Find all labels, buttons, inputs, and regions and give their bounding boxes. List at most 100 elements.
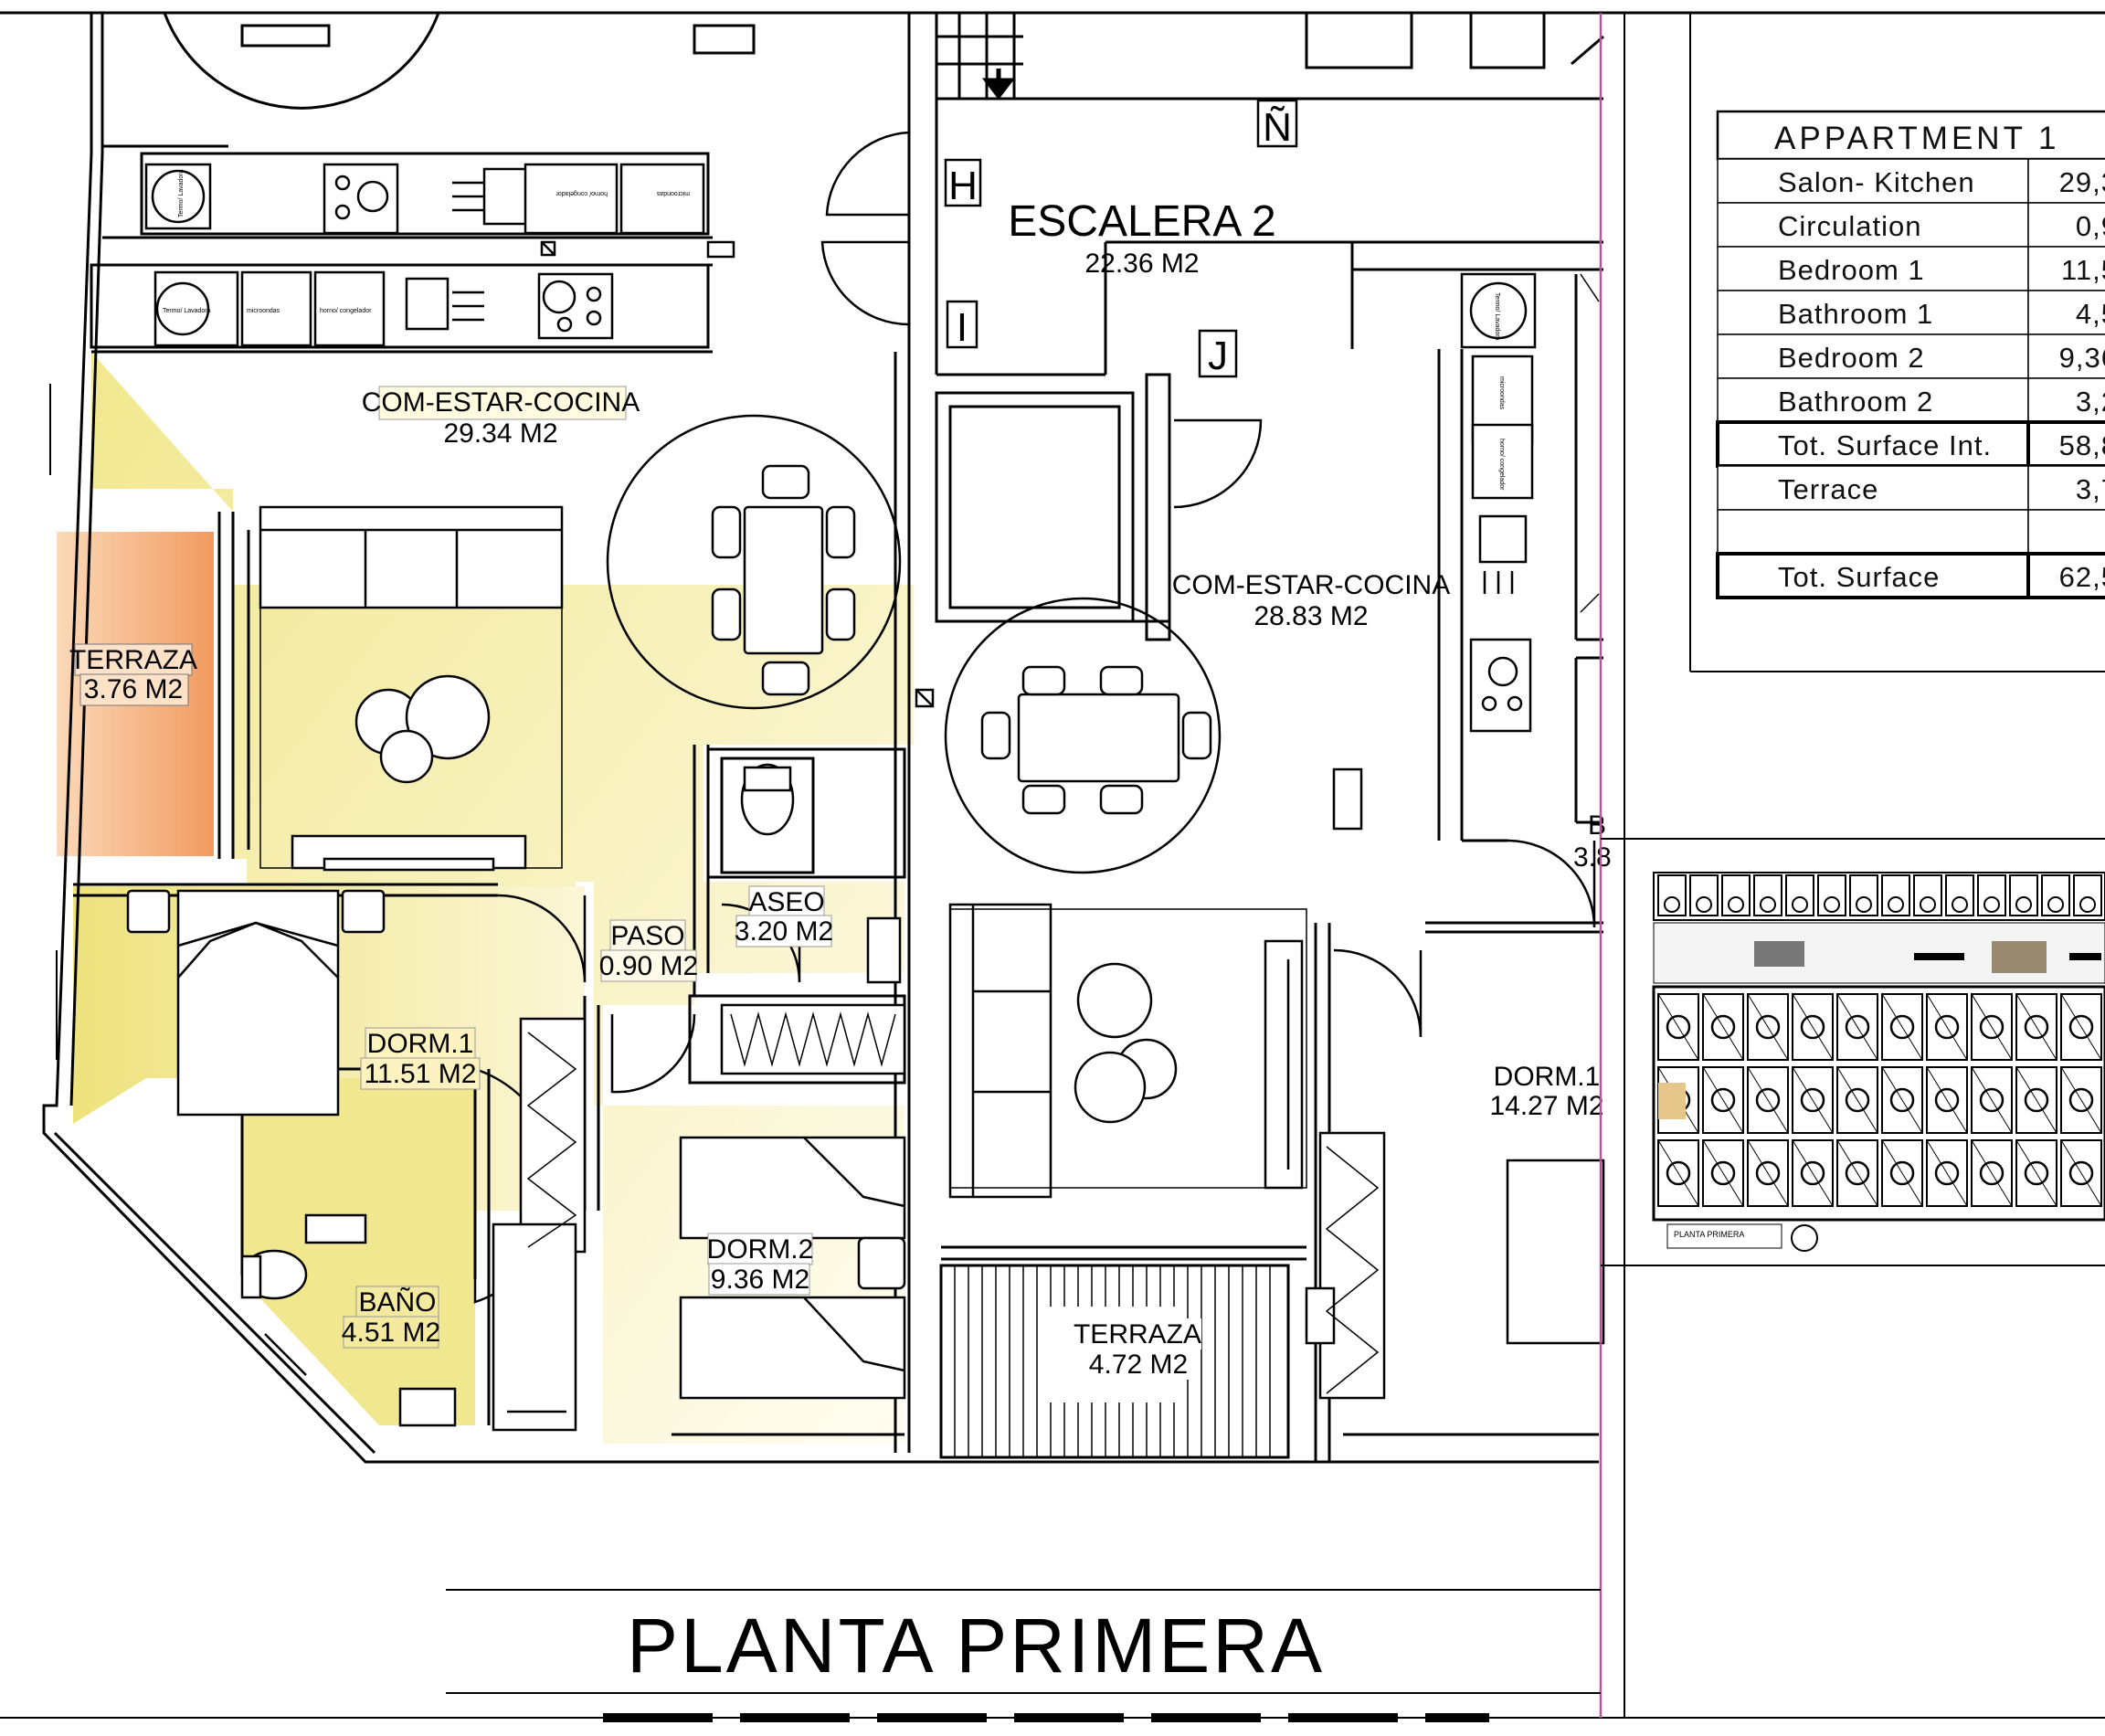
- marker-n: Ñ: [1263, 104, 1292, 150]
- thumbnail-mark: [1992, 941, 2047, 973]
- thumbnail-mark: [1979, 1014, 2005, 1040]
- thumbnail-mark: [1920, 896, 1936, 913]
- thumbnail-mark: [1979, 1160, 2005, 1186]
- table-value-cell: [2027, 246, 2105, 291]
- thumbnail-mark: [2068, 1160, 2094, 1186]
- thumbnail-mark: [2060, 1066, 2102, 1134]
- thumbnail-mark: [1971, 1066, 2013, 1134]
- room-cocina-left-area: 29.34 M2: [443, 418, 557, 449]
- dining-circle-right: [944, 597, 1222, 874]
- appliance-micro-3: microondas: [1498, 376, 1505, 410]
- thumbnail-mark: [2060, 1066, 2102, 1134]
- table-row-value: 4,5: [2076, 298, 2105, 330]
- thumbnail-mark: [1881, 993, 1923, 1061]
- thumbnail-mark: [2015, 1066, 2057, 1134]
- thumbnail-mark: [1971, 1066, 2013, 1134]
- thumbnail-mark: [1952, 896, 1968, 913]
- room-dorm1-right-name: DORM.1: [1494, 1062, 1601, 1092]
- thumbnail-mark: [2068, 1087, 2094, 1113]
- thumbnail-mark: [1926, 1066, 1968, 1134]
- room-terraza-right-area: 4.72 M2: [1089, 1350, 1188, 1380]
- table-value-cell: [2027, 377, 2105, 423]
- thumbnail-mark: [1971, 993, 2013, 1061]
- thumbnail-mark: [1792, 896, 1808, 913]
- thumbnail-mark: [1971, 1139, 2013, 1207]
- thumbnail-mark: [2015, 993, 2057, 1061]
- sofa-left: [259, 505, 564, 609]
- thumbnail-mark: [1702, 993, 1744, 1061]
- thumbnail-mark: [1971, 993, 2013, 1061]
- thumbnail-mark: [1747, 1139, 1789, 1207]
- thumbnail-mark: [1689, 874, 1719, 916]
- thumbnail-mark: [1836, 1066, 1878, 1134]
- thumbnail-mark: [1881, 1066, 1923, 1134]
- table-row: [1716, 552, 2030, 599]
- appliance-termo-3: Termo/ Lavadora: [1494, 292, 1500, 341]
- room-dorm2-name: DORM.2: [707, 1234, 814, 1265]
- room-paso-name: PASO: [610, 921, 684, 951]
- thumbnail-mark: [1664, 896, 1680, 913]
- thumbnail-mark: [1913, 874, 1942, 916]
- thumbnail-mark: [1755, 1087, 1781, 1113]
- stair-arrow-icon: [981, 69, 1016, 101]
- thumbnail-mark: [1792, 1139, 1834, 1207]
- table-row-value: 58,8: [2059, 429, 2105, 461]
- thumbnail-mark: [1657, 993, 1699, 1061]
- thumbnail-mark: [2060, 993, 2102, 1061]
- thumbnail-mark: [1710, 1014, 1736, 1040]
- thumbnail-mark: [1836, 993, 1878, 1061]
- table-row-label: Circulation: [1778, 210, 1921, 242]
- room-aseo-name: ASEO: [748, 887, 824, 917]
- thumbnail-mark: [1721, 874, 1751, 916]
- appliance-horno-3: horno/ congelador: [1498, 439, 1505, 491]
- thumbnail-mark: [2079, 896, 2096, 913]
- thumbnail-mark: [1979, 1087, 2005, 1113]
- thumbnail-mark: [1849, 874, 1878, 916]
- thumbnail-mark: [2041, 874, 2070, 916]
- thumbnail-mark: [1792, 993, 1834, 1061]
- thumbnail-mark: [2024, 1014, 2049, 1040]
- thumbnail-mark: [1658, 1083, 1686, 1119]
- thumbnail-mark: [1760, 896, 1776, 913]
- table-value-cell: [2027, 290, 2105, 335]
- thumbnail-mark: [1754, 941, 1804, 967]
- table-title: APPARTMENT 1: [1774, 121, 2060, 156]
- thumbnail-mark: [1926, 1066, 1968, 1134]
- table-row-label: Bathroom 2: [1778, 386, 1933, 418]
- thumbnail-mark: [1889, 1014, 1915, 1040]
- thumbnail-mark: [1800, 1014, 1825, 1040]
- table-value-cell: [2026, 552, 2105, 599]
- room-escalera-name: ESCALERA 2: [1008, 197, 1275, 246]
- thumbnail-mark: [1657, 874, 1687, 916]
- thumbnail-mark: [1710, 1160, 1736, 1186]
- thumbnail-mark: [1934, 1160, 1960, 1186]
- thumbnail-caption: PLANTA PRIMERA: [1674, 1230, 1744, 1239]
- thumbnail-mark: [1702, 1139, 1744, 1207]
- thumbnail-mark: [1889, 1087, 1915, 1113]
- table-value-cell: [2027, 509, 2105, 555]
- room-dorm2-area: 9.36 M2: [711, 1265, 809, 1295]
- thumbnail-mark: [1792, 1139, 1834, 1207]
- thumbnail-mark: [1657, 1139, 1699, 1207]
- appliance-termo-2: Termo/ Lavadora: [163, 308, 211, 314]
- thumbnail-mark: [2069, 953, 2101, 960]
- table-row: [1717, 377, 2029, 423]
- thumbnail-mark: [2047, 896, 2064, 913]
- table-row: [1717, 246, 2029, 291]
- thumbnail-mark: [1934, 1014, 1960, 1040]
- dining-circle-left: [606, 414, 902, 710]
- area-table: APPARTMENT 1 Salon- Kitchen29,3Circulati…: [1716, 110, 2105, 599]
- thumbnail-mark: [1926, 993, 1968, 1061]
- thumbnail-mark: [1666, 1160, 1691, 1186]
- table-row-label: Tot. Surface Int.: [1778, 429, 1992, 461]
- thumbnail-mark: [2060, 1139, 2102, 1207]
- table-row-value: 29,3: [2059, 166, 2105, 198]
- table-row: [1717, 465, 2029, 511]
- hatching: [526, 273, 1600, 1457]
- thumbnail-mark: [1856, 896, 1872, 913]
- furniture: [126, 163, 1605, 1432]
- thumbnail-mark: [1914, 953, 1964, 960]
- table-row-label: Tot. Surface: [1778, 561, 1940, 593]
- thumbnail-mark: [2073, 874, 2102, 916]
